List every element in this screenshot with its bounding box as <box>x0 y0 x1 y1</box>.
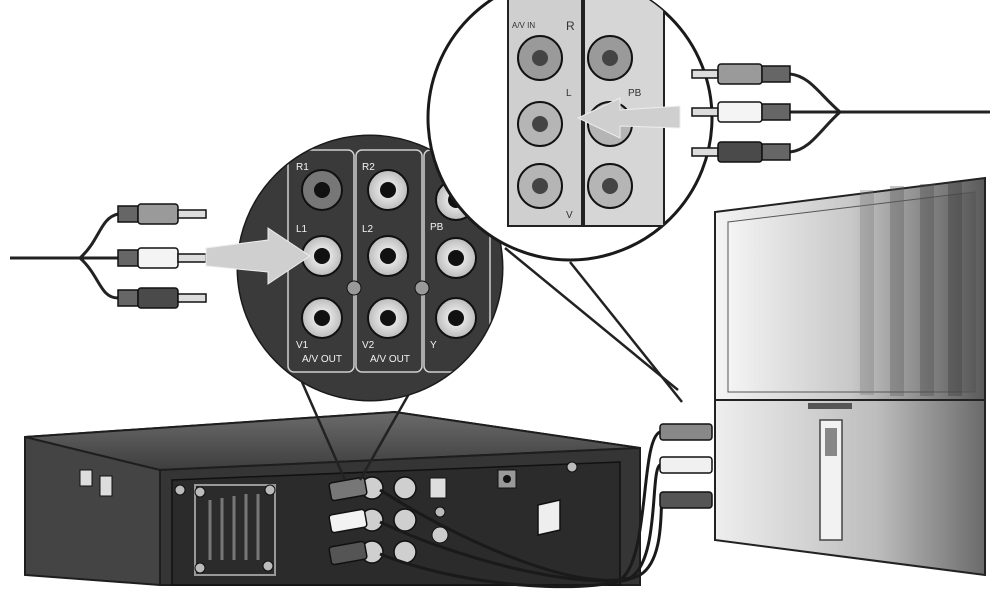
label-v1: V1 <box>296 340 309 351</box>
power-switch-icon <box>537 499 561 536</box>
projection-tv <box>714 176 986 577</box>
left-cable-bundle <box>9 203 207 309</box>
rca-jack-icon <box>517 35 633 209</box>
screw-icon <box>346 280 430 296</box>
tv-panel-magnifier: A/V IN R L V PB <box>426 0 714 262</box>
label-av-out-2: A/V OUT <box>370 354 410 365</box>
label-tv-r: R <box>566 19 575 33</box>
label-v2: V2 <box>362 340 375 351</box>
label-l1: L1 <box>296 224 308 235</box>
label-tv-v: V <box>566 210 573 221</box>
label-tv-pb: PB <box>628 88 642 99</box>
label-l2: L2 <box>362 224 374 235</box>
rca-plug-icon <box>328 476 368 566</box>
screw-icon <box>174 461 578 574</box>
right-cable-bundle <box>691 63 990 163</box>
rca-plug-icon <box>691 63 791 163</box>
label-av-in: A/V IN <box>512 21 535 30</box>
dvd-player <box>24 410 641 586</box>
label-tv-l: L <box>566 88 572 99</box>
label-av-out-1: A/V OUT <box>302 354 342 365</box>
arrow-icon <box>205 227 311 285</box>
rca-plug-icon <box>659 423 713 509</box>
label-r2: R2 <box>362 162 375 173</box>
rca-plug-icon <box>117 203 207 309</box>
arrow-icon <box>576 97 681 139</box>
label-pb: PB <box>430 222 444 233</box>
label-y: Y <box>430 340 437 351</box>
label-r1: R1 <box>296 162 309 173</box>
rca-jack-icon <box>301 169 477 339</box>
